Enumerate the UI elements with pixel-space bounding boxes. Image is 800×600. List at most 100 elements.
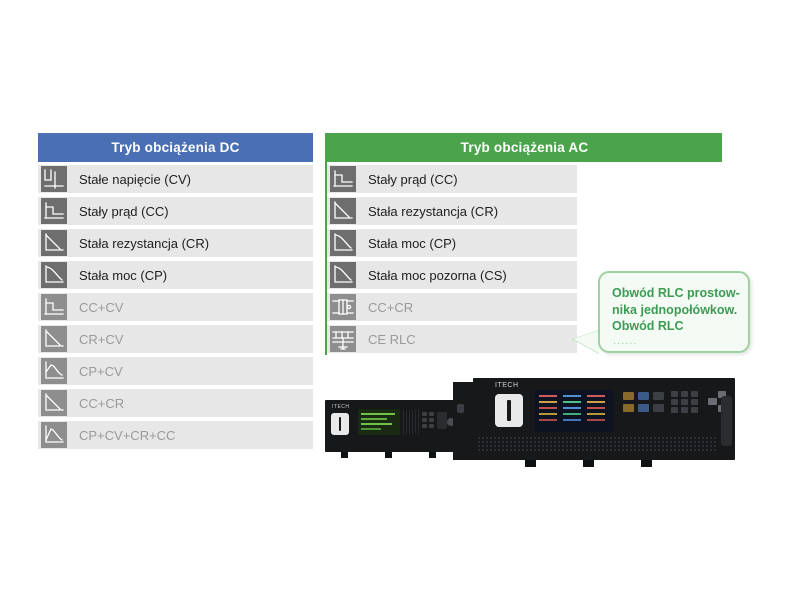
mode-row[interactable]: CC+CR — [327, 293, 577, 321]
mode-row-label: Stała rezystancja (CR) — [79, 235, 210, 251]
mode-row-label: CP+CV+CR+CC — [79, 427, 176, 443]
large-unit-keypad-key — [671, 407, 678, 413]
mode-row[interactable]: CP+CV — [38, 357, 313, 385]
large-unit-display — [535, 390, 613, 432]
mode-row[interactable]: Stała moc pozorna (CS) — [327, 261, 577, 289]
large-unit-keypad-key — [671, 399, 678, 405]
large-unit-foot — [641, 460, 652, 467]
small-unit-rotary-knob — [447, 418, 455, 426]
linear-slope-graph-icon — [41, 230, 67, 256]
mode-row[interactable]: CR+CV — [38, 325, 313, 353]
mode-row-label: Stały prąd (CC) — [368, 171, 458, 187]
large-unit-keypad-key — [671, 391, 678, 397]
linear-slope-graph-icon — [41, 390, 67, 416]
chassis-side-knob — [457, 404, 464, 413]
small-unit-button — [422, 418, 427, 422]
small-unit-button — [429, 424, 434, 428]
small-unit-power-knob — [331, 413, 349, 435]
large-unit-handle — [721, 396, 732, 446]
large-unit-button — [623, 404, 634, 412]
small-unit-button — [422, 424, 427, 428]
large-unit-keypad-key — [691, 399, 698, 405]
step-flat-graph-icon — [41, 198, 67, 224]
linear-slope-graph-icon — [41, 326, 67, 352]
large-unit-foot — [525, 460, 536, 467]
mode-row[interactable]: CC+CR — [38, 389, 313, 417]
ramp-decay-graph-icon — [41, 422, 67, 448]
small-instrument-unit: ITECH — [325, 400, 457, 458]
large-unit-keypad-key — [691, 407, 698, 413]
instrument-photo: ITECH ITECH — [325, 372, 735, 472]
mode-row-label: CE RLC — [368, 331, 416, 347]
mode-row[interactable]: CC+CV — [38, 293, 313, 321]
large-unit-dpad — [708, 398, 717, 405]
small-unit-brand: ITECH — [332, 404, 350, 410]
large-unit-button — [653, 404, 664, 412]
step-flat-graph-icon — [41, 294, 67, 320]
callout-line-2: nika jednopołówkow. — [612, 302, 738, 317]
small-unit-vent — [403, 410, 419, 434]
large-unit-keypad-key — [681, 407, 688, 413]
rlc-callout: Obwód RLC prostow- nika jednopołówkow. O… — [598, 271, 750, 353]
large-unit-power-knob — [495, 394, 523, 427]
mode-row[interactable]: Stałe napięcie (CV) — [38, 165, 313, 193]
mode-row-label: Stały prąd (CC) — [79, 203, 169, 219]
mode-row[interactable]: CP+CV+CR+CC — [38, 421, 313, 449]
callout-tail-icon — [573, 330, 600, 354]
mode-row[interactable]: Stała moc (CP) — [38, 261, 313, 289]
mode-row-label: Stała moc (CP) — [79, 267, 168, 283]
small-unit-button — [429, 418, 434, 422]
mode-row-label: Stałe napięcie (CV) — [79, 171, 191, 187]
large-unit-button — [638, 392, 649, 400]
mode-row[interactable]: Stała rezystancja (CR) — [38, 229, 313, 257]
peak-decay-graph-icon — [41, 358, 67, 384]
small-unit-display — [358, 409, 400, 435]
small-unit-foot — [341, 452, 348, 458]
mode-row-label: CC+CV — [79, 299, 124, 315]
mode-row-label: CR+CV — [79, 331, 124, 347]
ac-panel-rule — [325, 133, 327, 355]
rlc-circuit-icon — [330, 326, 356, 352]
mode-row[interactable]: Stała rezystancja (CR) — [327, 197, 577, 225]
mode-row-label: Stała rezystancja (CR) — [368, 203, 499, 219]
small-unit-keypad — [437, 412, 447, 429]
small-unit-button — [429, 412, 434, 416]
hyperbola-graph-icon — [330, 230, 356, 256]
callout-dots: ...... — [613, 335, 638, 347]
mode-row-label: Stała moc pozorna (CS) — [368, 267, 507, 283]
large-unit-keypad-key — [681, 391, 688, 397]
large-unit-button — [638, 404, 649, 412]
mode-row[interactable]: CE RLC — [327, 325, 577, 353]
callout-text: Obwód RLC prostow- nika jednopołówkow. O… — [612, 285, 740, 335]
mode-row[interactable]: Stały prąd (CC) — [38, 197, 313, 225]
mode-row-label: CP+CV — [79, 363, 123, 379]
ac-mode-panel: Tryb obciążenia AC Stały prąd (CC) Stała … — [327, 133, 722, 357]
hyperbola-graph-icon — [330, 262, 356, 288]
hyperbola-graph-icon — [41, 262, 67, 288]
large-unit-vent — [477, 436, 717, 452]
dc-mode-panel: Tryb obciążenia DC Stałe napięcie (CV)St… — [38, 133, 313, 453]
small-unit-foot — [385, 452, 392, 458]
step-down-graph-icon — [41, 166, 67, 192]
mode-row[interactable]: Stała moc (CP) — [327, 229, 577, 257]
callout-line-1: Obwód RLC prostow- — [612, 286, 740, 300]
circuit-block-icon — [330, 294, 356, 320]
callout-line-3: Obwód RLC — [612, 319, 684, 333]
small-unit-foot — [429, 452, 436, 458]
small-unit-button — [422, 412, 427, 416]
ac-mode-list: Stały prąd (CC) Stała rezystancja (CR) Sta… — [327, 165, 722, 353]
large-unit-keypad-key — [691, 391, 698, 397]
large-unit-dpad — [718, 391, 726, 398]
ac-panel-header: Tryb obciążenia AC — [327, 133, 722, 162]
mode-row-label: CC+CR — [368, 299, 414, 315]
linear-slope-graph-icon — [330, 198, 356, 224]
mode-row-label: CC+CR — [79, 395, 125, 411]
step-flat-graph-icon — [330, 166, 356, 192]
large-unit-keypad-key — [681, 399, 688, 405]
large-unit-button — [623, 392, 634, 400]
large-instrument-unit: ITECH — [473, 378, 735, 467]
large-unit-foot — [583, 460, 594, 467]
mode-row[interactable]: Stały prąd (CC) — [327, 165, 577, 193]
mode-row-label: Stała moc (CP) — [368, 235, 457, 251]
